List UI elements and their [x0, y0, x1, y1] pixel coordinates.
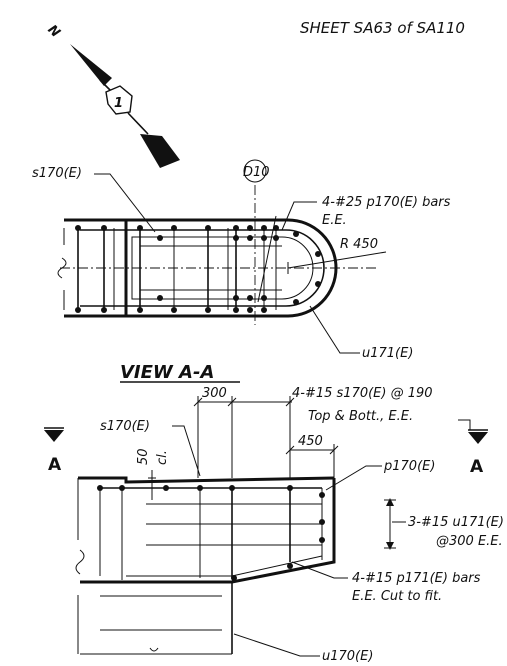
plan-label-s170: s170(E): [32, 166, 82, 181]
section-dim-cl: cl.: [155, 450, 170, 465]
cut-arrow-right: [468, 432, 488, 444]
section-dim-50: 50: [136, 448, 151, 465]
pier-outline: [64, 218, 338, 318]
cut-arrow-left: [44, 430, 64, 442]
north-letter: N: [44, 22, 62, 40]
section-callout-p171-line2: E.E. Cut to fit.: [352, 589, 442, 604]
section-callout-s170-line2: Top & Bott., E.E.: [308, 409, 413, 424]
section-callout-s170-line1: 4-#15 s170(E) @ 190: [292, 386, 433, 401]
section-callout-p171-line1: 4-#15 p171(E) bars: [352, 571, 481, 586]
plan-radius: R 450: [340, 237, 378, 252]
sheet-number: SHEET SA63 of SA110: [300, 19, 465, 37]
plan-label-u171: u171(E): [362, 346, 413, 361]
grid-bubble: [243, 159, 267, 183]
north-arrow: N 1: [44, 22, 180, 168]
section-label-p170: p170(E): [383, 459, 435, 474]
plan-callout-p170-line2: E.E.: [322, 213, 347, 228]
north-arrow-head: [70, 44, 112, 86]
section-cut-left: A: [48, 455, 62, 475]
plan-view: D10: [32, 159, 451, 361]
section-callout-u171-line2: @300 E.E.: [436, 534, 503, 549]
north-arrow-number-bubble: [105, 85, 133, 115]
section-outline-top: [78, 476, 335, 484]
section-callout-u171-line1: 3-#15 u171(E): [408, 515, 504, 530]
section-label-s170: s170(E): [100, 419, 150, 434]
section-title: VIEW A-A: [120, 362, 214, 383]
plan-callout-p170-line1: 4-#25 p170(E) bars: [322, 195, 451, 210]
section-label-u170: u170(E): [322, 649, 373, 664]
section-dim-450: 450: [298, 434, 323, 449]
section-view: VIEW A-A 300 4-#15 s170(E) @ 190 Top & B…: [44, 362, 504, 664]
section-dim-300: 300: [202, 386, 227, 401]
north-arrow-number: 1: [114, 96, 123, 111]
north-arrow-tail: [140, 134, 180, 168]
section-cut-right: A: [470, 457, 484, 477]
grid-bubble-label: D10: [243, 165, 270, 180]
